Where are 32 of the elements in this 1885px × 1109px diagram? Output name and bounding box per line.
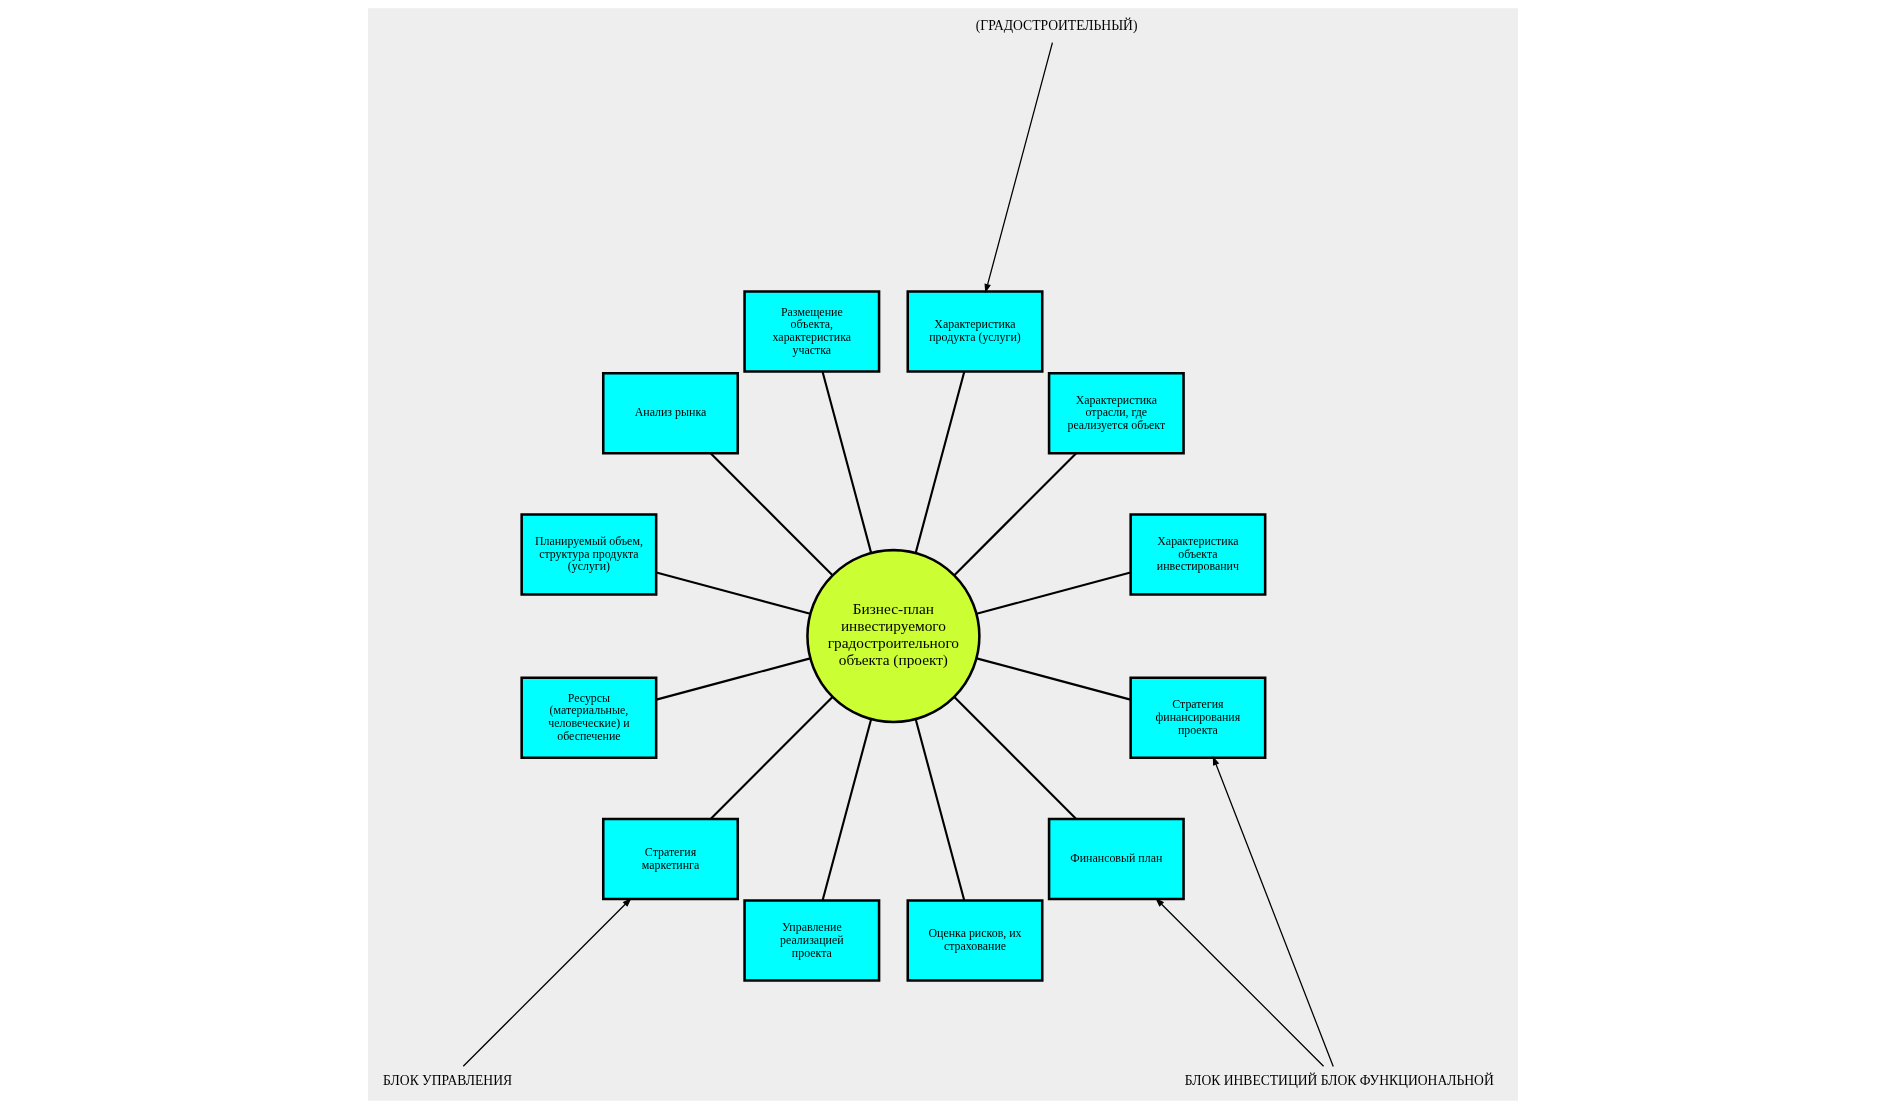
connector — [953, 452, 1077, 576]
node-box: Стратегия финансирования проекта — [1128, 676, 1266, 759]
connector — [655, 657, 810, 701]
connector — [821, 371, 872, 554]
node-box: Анализ рынка — [601, 371, 739, 455]
connector — [709, 452, 833, 576]
node-box: Управление реализацией проекта — [742, 899, 880, 982]
connector — [914, 719, 965, 901]
node-box: Ресурсы (материальные, человеческие) и обеспечение — [519, 676, 657, 759]
node-text: (ГРАДОСТРОИТЕЛЬНЫЙ) — [975, 18, 1137, 34]
node-box: Стратегия маркетинга — [601, 817, 739, 901]
node-box: Размещение объекта, характеристика участка — [742, 290, 880, 373]
arrow — [984, 41, 1053, 294]
node-circle: Бизнес-план инвестируемого градостроительного объекта (проект) — [805, 548, 981, 724]
connector — [655, 571, 810, 615]
arrow — [462, 897, 632, 1067]
node-text: БЛОК ИНВЕСТИЦИЙ БЛОК ФУНКЦИОНАЛЬНОЙ — [1184, 1073, 1494, 1089]
node-box: Характеристика продукта (услуги) — [905, 290, 1044, 373]
connector — [914, 371, 965, 554]
connector — [709, 696, 833, 820]
connector — [975, 571, 1131, 615]
arrow — [1154, 897, 1324, 1067]
connector — [821, 719, 872, 901]
connector — [975, 657, 1131, 701]
node-box: Финансовый план — [1047, 817, 1185, 901]
node-box: Планируемый объем, структура продукта (услуги) — [519, 513, 657, 596]
node-box: Характеристика отрасли, где реализуется объект — [1047, 371, 1185, 455]
node-text: БЛОК УПРАВЛЕНИЯ — [382, 1073, 512, 1089]
node-box: Оценка рисков, их страхование — [905, 899, 1044, 982]
connector — [953, 696, 1077, 820]
node-box: Характеристика объекта инвестированич — [1128, 513, 1266, 596]
arrow — [1212, 755, 1334, 1068]
